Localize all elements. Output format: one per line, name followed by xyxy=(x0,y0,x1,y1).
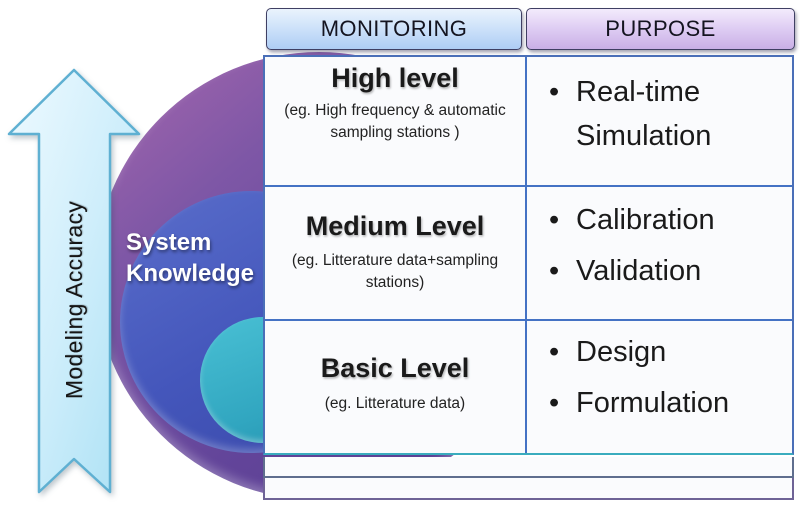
purpose-text: Calibration xyxy=(576,204,715,236)
up-arrow-icon xyxy=(7,68,141,494)
purpose-text: Validation xyxy=(576,255,702,287)
purpose-item: • Validation xyxy=(549,249,782,293)
table-row-basic-level: Basic Level (eg. Litterature data) • Des… xyxy=(265,319,792,453)
purpose-text: Real-time Simulation xyxy=(576,76,712,152)
table-row-high-level: High level (eg. High frequency & automat… xyxy=(265,57,792,185)
empty-table-row xyxy=(263,457,794,478)
level-example: (eg. Litterature data) xyxy=(324,395,466,412)
table-row-medium-level: Medium Level (eg. Litterature data+sampl… xyxy=(265,185,792,319)
purpose-item: • Calibration xyxy=(549,198,782,242)
monitoring-header: MONITORING xyxy=(266,8,522,50)
purpose-header: PURPOSE xyxy=(526,8,795,50)
monitoring-cell-high: High level (eg. High frequency & automat… xyxy=(265,57,525,185)
purpose-item: • Formulation xyxy=(549,381,782,425)
level-title: Basic Level xyxy=(320,353,470,383)
purpose-text: Design xyxy=(576,336,667,368)
monitoring-cell-medium: Medium Level (eg. Litterature data+sampl… xyxy=(265,187,525,319)
purpose-list: • Calibration • Validation xyxy=(549,198,782,293)
purpose-list: • Real-time Simulation xyxy=(549,70,782,158)
purpose-cell-basic: • Design • Formulation xyxy=(525,321,792,453)
purpose-list: • Design • Formulation xyxy=(549,330,782,425)
purpose-cell-medium: • Calibration • Validation xyxy=(525,187,792,319)
modeling-accuracy-label-wrap: Modeling Accuracy xyxy=(59,160,89,440)
purpose-item: • Real-time Simulation xyxy=(549,70,782,158)
level-title: High level xyxy=(331,63,459,93)
levels-table: High level (eg. High frequency & automat… xyxy=(263,55,794,455)
purpose-item: • Design xyxy=(549,330,782,374)
bullet-icon: • xyxy=(549,204,560,236)
modeling-accuracy-label: Modeling Accuracy xyxy=(60,200,87,400)
level-example: (eg. Litterature data+sampling stations) xyxy=(291,252,499,291)
bullet-icon: • xyxy=(549,336,560,368)
level-example: (eg. High frequency & automatic sampling… xyxy=(284,102,506,141)
bullet-icon: • xyxy=(549,76,560,108)
bullet-icon: • xyxy=(549,387,560,419)
bullet-icon: • xyxy=(549,255,560,287)
purpose-text: Formulation xyxy=(576,387,730,419)
system-knowledge-label: System Knowledge xyxy=(126,229,255,287)
monitoring-cell-basic: Basic Level (eg. Litterature data) xyxy=(265,321,525,453)
purpose-cell-high: • Real-time Simulation xyxy=(525,57,792,185)
level-title: Medium Level xyxy=(305,211,485,241)
empty-table-row xyxy=(263,478,794,500)
